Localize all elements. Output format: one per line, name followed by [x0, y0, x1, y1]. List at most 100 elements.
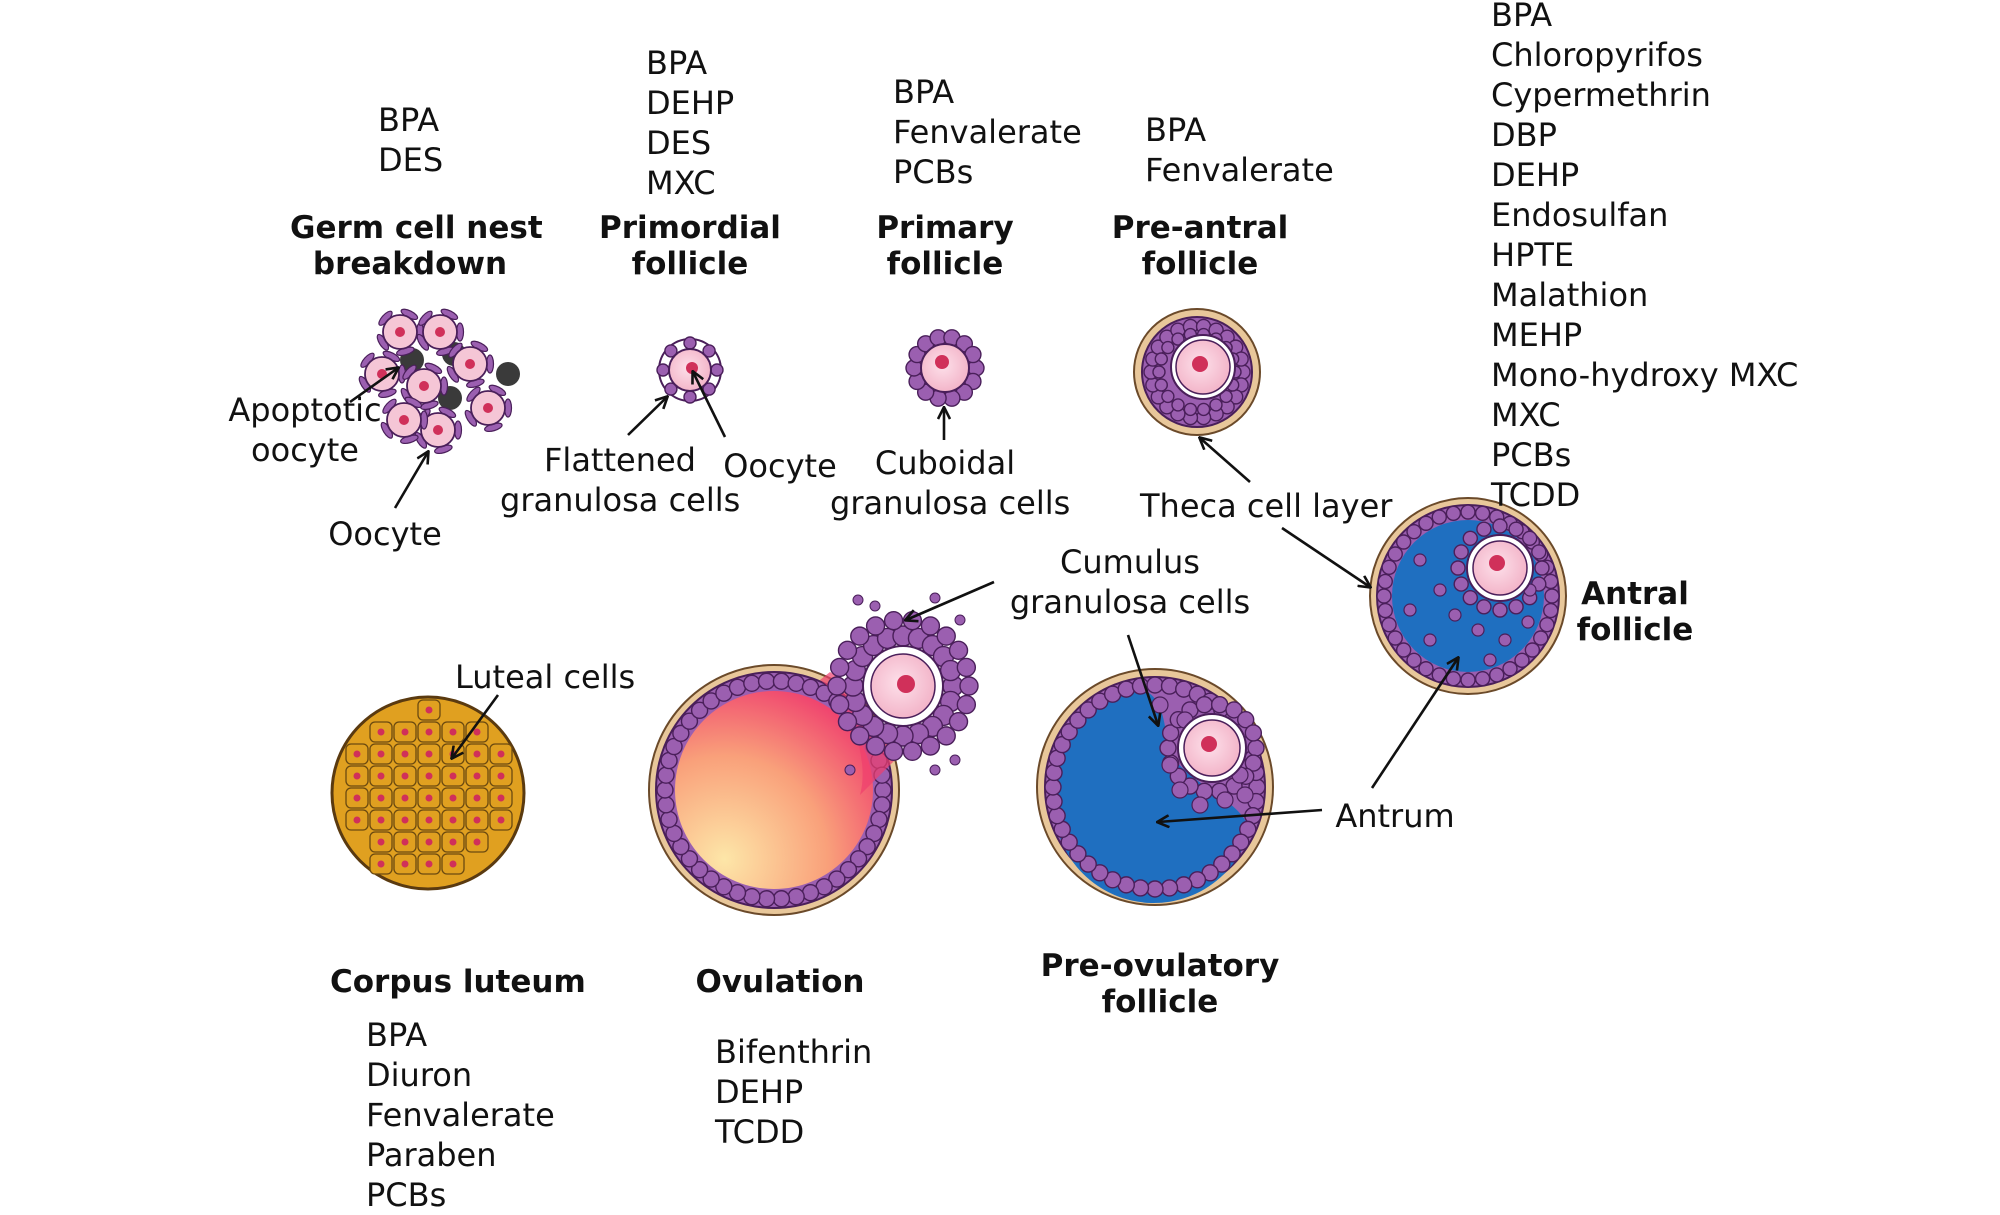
- granulosa-cell: [1539, 617, 1555, 633]
- chemical-name: DEHP: [1491, 156, 1580, 194]
- chemical-name: DEHP: [715, 1073, 804, 1111]
- nucleus: [449, 772, 457, 780]
- nucleus: [401, 794, 409, 802]
- granulosa-cell: [1069, 711, 1087, 729]
- granulosa-cell: [1395, 642, 1412, 658]
- granulosa-cell: [1377, 602, 1393, 619]
- granulosa-cell: [1045, 763, 1063, 782]
- chemical-name: Malathion: [1491, 276, 1649, 314]
- title-line: follicle: [886, 246, 1004, 282]
- nucleus: [483, 403, 493, 413]
- oocyte-nest-label: Oocyte: [320, 514, 450, 554]
- nucleus: [353, 816, 361, 824]
- nucleus: [473, 838, 481, 846]
- granulosa-cell: [936, 726, 956, 746]
- pre-antral-follicle-illustration: [1133, 308, 1261, 436]
- nucleus: [433, 425, 443, 435]
- annotation-line: Flattened: [544, 441, 696, 479]
- chemical-name: PCBs: [366, 1176, 447, 1214]
- granulosa-cell: [1146, 676, 1164, 694]
- cuboidal-granulosa-label: Cuboidal granulosa cells: [830, 443, 1070, 523]
- title-line: Germ cell nest: [290, 210, 543, 246]
- granulosa-cell: [865, 736, 886, 756]
- theca-cell-layer-label: Theca cell layer: [1140, 486, 1392, 526]
- chemical-name: MXC: [1491, 396, 1561, 434]
- annotation-line: Apoptotic: [228, 391, 382, 429]
- granulosa-cell: [1462, 589, 1479, 606]
- granulosa-cell: [1131, 879, 1150, 897]
- annotation-line: Cuboidal: [874, 444, 1016, 482]
- granulosa-cell: [865, 616, 886, 636]
- granulosa-cell: [1247, 739, 1265, 757]
- title-line: Primary: [876, 210, 1014, 246]
- granulosa-cell: [1460, 672, 1476, 688]
- antral-follicle-illustration: [1369, 497, 1567, 695]
- granulosa-cell: [1483, 653, 1497, 667]
- granulosa-cell: [1048, 807, 1066, 825]
- granulosa-cell: [1450, 560, 1466, 576]
- pre-ovulatory-title: Pre-ovulatory follicle: [1040, 948, 1280, 1020]
- granulosa-cell: [656, 781, 674, 799]
- pre-antral-chemicals: BPA Fenvalerate: [1145, 110, 1334, 190]
- granulosa-cell: [1406, 523, 1422, 540]
- granulosa-cell: [1209, 398, 1223, 412]
- granulosa-cell: [757, 672, 776, 690]
- nucleus: [353, 772, 361, 780]
- annotation-line: Cumulus: [1060, 543, 1200, 581]
- granulosa-cell: [959, 676, 979, 696]
- granulosa-cell: [702, 870, 720, 888]
- germ-cell-nest-title: Germ cell nest breakdown: [290, 210, 543, 282]
- annotation-line: Oocyte: [328, 515, 442, 553]
- ovulation-chemicals: Bifenthrin DEHP TCDD: [715, 1032, 872, 1152]
- granulosa-cell: [1377, 573, 1393, 590]
- nucleus: [425, 728, 433, 736]
- granulosa-cell: [1196, 402, 1211, 417]
- granulosa-cell: [1376, 588, 1392, 604]
- granulosa-cell: [660, 810, 678, 829]
- nucleus: [497, 794, 505, 802]
- granulosa-cell: [1213, 855, 1231, 873]
- granulosa-cell: [1508, 599, 1524, 615]
- granulosa-cell: [683, 336, 697, 350]
- granulosa-cell: [874, 781, 892, 799]
- nucleus: [377, 728, 385, 736]
- granulosa-cell: [690, 701, 709, 720]
- title-line: Ovulation: [695, 964, 865, 1000]
- granulosa-cell: [1502, 661, 1518, 677]
- germ-cell-nest-illustration: [358, 308, 520, 455]
- ovulation-title: Ovulation: [690, 964, 870, 1000]
- chemical-name: DBP: [1491, 116, 1557, 154]
- granulosa-cell: [680, 712, 699, 730]
- annotation-line: granulosa cells: [1009, 583, 1251, 621]
- granulosa-cell: [837, 640, 858, 661]
- primordial-chemicals: BPA DEHP DES MXC: [646, 43, 734, 203]
- nucleus: [449, 794, 457, 802]
- granulosa-cell: [728, 678, 747, 696]
- chemical-name: Bifenthrin: [715, 1033, 873, 1071]
- granulosa-cell: [1236, 786, 1254, 804]
- granulosa-cell: [1091, 864, 1109, 882]
- granulosa-cell: [949, 754, 961, 766]
- granulosa-cell: [1171, 398, 1185, 412]
- granulosa-cell: [849, 850, 868, 868]
- granulosa-cell: [1161, 340, 1175, 355]
- granulosa-cell: [1160, 879, 1179, 897]
- nucleus: [425, 794, 433, 802]
- chemical-name: MEHP: [1491, 316, 1583, 354]
- nucleus: [419, 381, 429, 391]
- chemical-name: DEHP: [646, 84, 735, 122]
- nucleus: [377, 816, 385, 824]
- title-line: follicle: [1141, 246, 1259, 282]
- granulosa-cell: [1117, 680, 1135, 698]
- granulosa-cell: [1431, 509, 1447, 525]
- granulosa-cell: [954, 614, 966, 626]
- granulosa-cell: [1460, 504, 1476, 520]
- nucleus: [449, 838, 457, 846]
- primordial-follicle-illustration: [656, 336, 724, 404]
- granulosa-cell: [1159, 739, 1177, 757]
- granulosa-cell: [883, 610, 904, 631]
- chemical-name: PCBs: [893, 153, 974, 191]
- nucleus: [497, 772, 505, 780]
- nucleus: [473, 750, 481, 758]
- granulosa-cell: [858, 837, 876, 856]
